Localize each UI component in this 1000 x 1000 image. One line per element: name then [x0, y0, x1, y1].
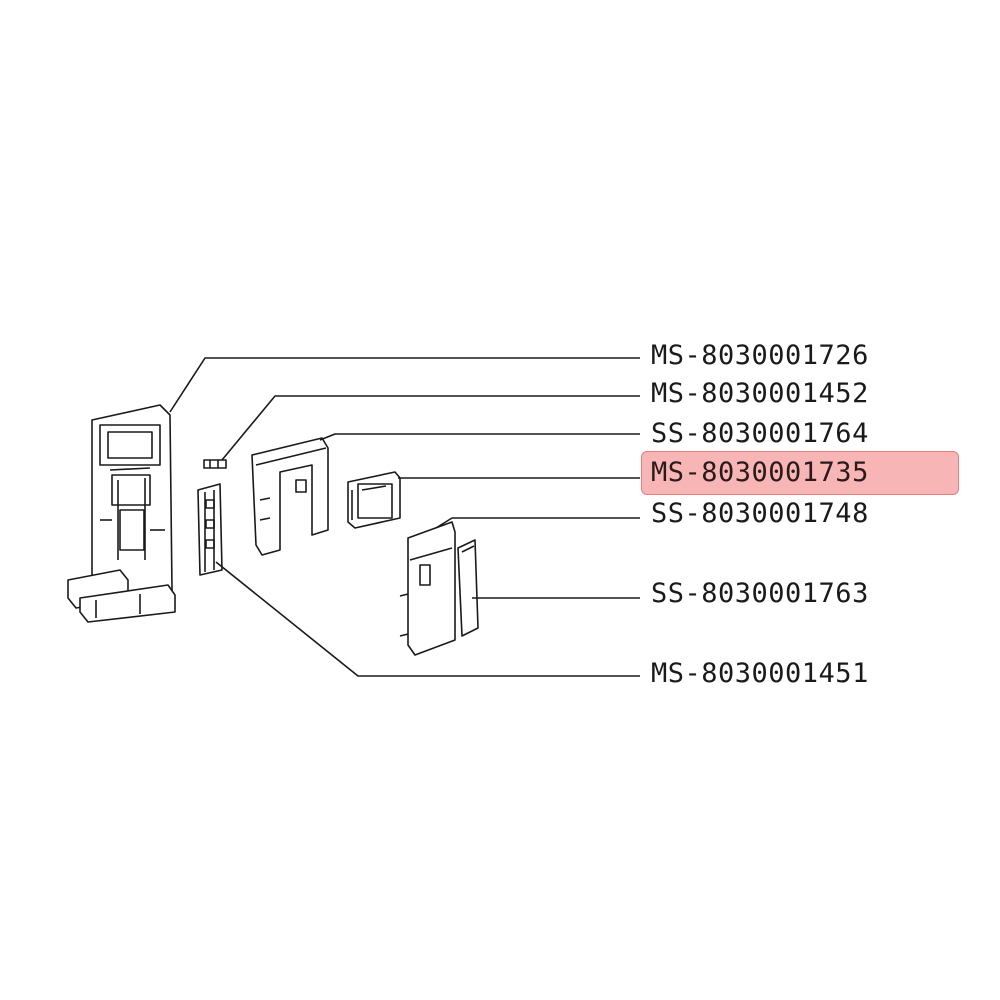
selected-part-highlight [641, 451, 959, 495]
leader-lines [169, 357, 640, 677]
part-label-5[interactable]: SS-8030001748 [651, 498, 869, 529]
connector-pin-part[interactable] [203, 459, 227, 469]
part-label-7[interactable]: MS-8030001451 [651, 658, 869, 689]
part-label-1[interactable]: MS-8030001726 [651, 340, 869, 371]
control-module-part[interactable] [347, 471, 401, 529]
part-label-6[interactable]: SS-8030001763 [651, 578, 869, 609]
part-label-2[interactable]: MS-8030001452 [651, 378, 869, 409]
strip-plate-part[interactable] [457, 539, 479, 637]
part-label-4-selected[interactable]: MS-8030001735 [651, 457, 869, 488]
main-frame-part[interactable] [67, 404, 176, 623]
part-label-3[interactable]: SS-8030001764 [651, 418, 869, 449]
front-panel-part[interactable] [251, 437, 329, 556]
side-door-part[interactable] [399, 521, 456, 656]
bracket-rail-part[interactable] [197, 483, 223, 576]
